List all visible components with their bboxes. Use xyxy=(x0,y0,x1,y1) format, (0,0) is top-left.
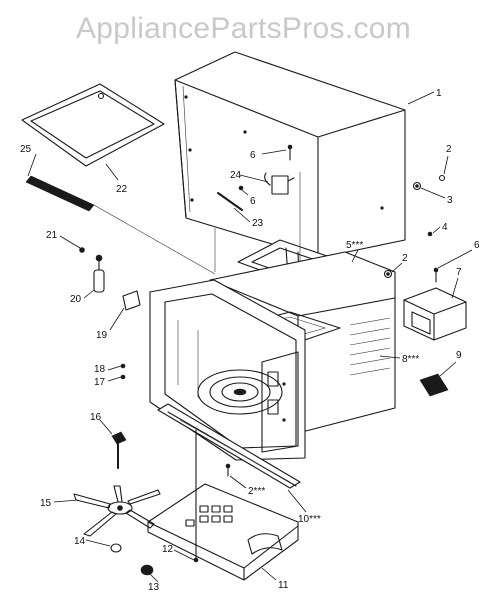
front-rail xyxy=(157,403,301,489)
callout-2-mid: 2 xyxy=(402,253,408,264)
callout-15: 15 xyxy=(40,498,52,509)
watermark: AppliancePartsPros.com xyxy=(75,12,412,45)
callout-6-right: 6 xyxy=(474,240,480,251)
lamp-socket xyxy=(93,254,105,293)
vent-holes xyxy=(349,317,391,376)
rod xyxy=(217,192,243,211)
callout-4: 4 xyxy=(442,222,448,233)
callout-labels: 1 2 3 4 5*** 2 6 6 6 7 8*** 9 10*** 11 1… xyxy=(20,88,480,593)
callout-24: 24 xyxy=(230,170,242,181)
callout-11: 11 xyxy=(278,580,289,591)
vent-strip xyxy=(25,175,216,275)
callout-12: 12 xyxy=(162,544,174,555)
roller-ring xyxy=(73,485,161,537)
callout-25: 25 xyxy=(20,144,32,155)
door-switch xyxy=(264,172,295,195)
glass-tray xyxy=(21,83,165,167)
callout-10: 10*** xyxy=(298,514,321,525)
washers xyxy=(383,174,446,279)
small-plate xyxy=(419,373,449,397)
callout-16: 16 xyxy=(90,412,102,423)
leader-lines xyxy=(27,91,473,583)
callout-23: 23 xyxy=(252,218,264,229)
transformer xyxy=(403,287,467,341)
callout-13: 13 xyxy=(148,582,160,593)
drive-coupler xyxy=(111,431,127,469)
small-bracket xyxy=(122,290,141,311)
front-frame xyxy=(149,279,306,461)
callout-21: 21 xyxy=(46,230,58,241)
callout-19: 19 xyxy=(96,330,108,341)
callout-8: 8*** xyxy=(402,354,419,365)
screws xyxy=(79,144,439,563)
callout-20: 20 xyxy=(70,294,82,305)
callout-3: 3 xyxy=(447,195,453,206)
callout-9: 9 xyxy=(456,350,462,361)
callout-7: 7 xyxy=(456,267,462,278)
callout-2-bottom: 2*** xyxy=(248,486,265,497)
callout-6-top: 6 xyxy=(250,150,256,161)
callout-17: 17 xyxy=(94,377,106,388)
callout-5: 5*** xyxy=(346,240,363,251)
base-plate xyxy=(147,483,299,581)
motor-parts xyxy=(110,543,154,576)
callout-18: 18 xyxy=(94,364,106,375)
callout-14: 14 xyxy=(74,536,86,547)
callout-1: 1 xyxy=(436,88,442,99)
callout-22: 22 xyxy=(116,184,128,195)
callout-6-mid: 6 xyxy=(250,196,256,207)
callout-2-top: 2 xyxy=(446,144,452,155)
